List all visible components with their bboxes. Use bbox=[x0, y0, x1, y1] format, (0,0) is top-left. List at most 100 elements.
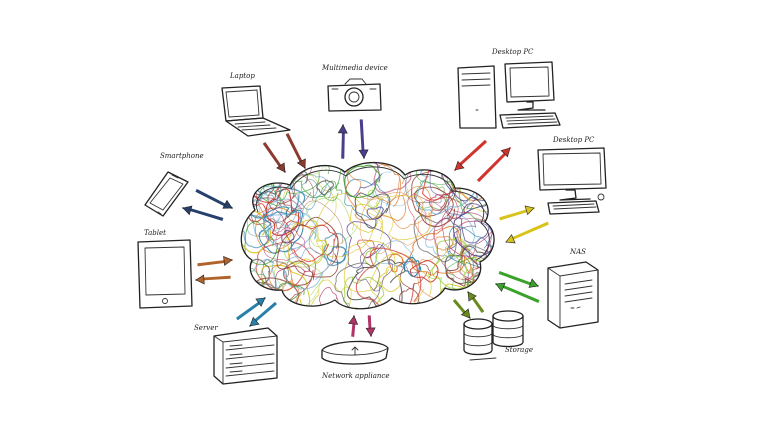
nas-arrow-in bbox=[498, 271, 539, 288]
scribble-stroke bbox=[355, 247, 422, 309]
scribble-stroke bbox=[323, 232, 348, 267]
smartphone-arrow-in-head bbox=[222, 199, 233, 209]
scribble-stroke bbox=[319, 287, 339, 309]
storage-label: Storage bbox=[505, 346, 533, 354]
scribble-stroke bbox=[343, 276, 391, 309]
scribble-stroke bbox=[275, 200, 344, 276]
storage-arrow-in-head bbox=[460, 308, 471, 319]
network-arrow-in bbox=[348, 315, 359, 337]
scribble-stroke bbox=[416, 162, 452, 185]
scribble-stroke bbox=[371, 162, 412, 194]
desktop-pc-top: Desktop PC bbox=[457, 48, 561, 129]
storage: Storage bbox=[463, 310, 533, 361]
nas: NAS bbox=[547, 248, 599, 329]
server-arrow-in bbox=[236, 297, 266, 321]
server: Server bbox=[194, 324, 278, 385]
network-appliance-label: Network appliance bbox=[321, 372, 389, 380]
scribble-stroke bbox=[354, 192, 391, 229]
scribble-stroke bbox=[378, 266, 402, 292]
desktop1-arrow-in-head bbox=[454, 160, 465, 171]
tablet-label: Tablet bbox=[144, 229, 166, 237]
scribble-stroke bbox=[409, 226, 472, 276]
laptop: Laptop bbox=[221, 72, 291, 137]
smartphone-label: Smartphone bbox=[160, 152, 204, 160]
tablet: Tablet bbox=[137, 229, 193, 309]
scribble-stroke bbox=[315, 193, 383, 258]
tablet-arrow-in-head bbox=[223, 255, 233, 266]
server-arrow-out-head bbox=[249, 316, 260, 327]
scribble-stroke bbox=[265, 188, 300, 236]
scribble-stroke bbox=[414, 180, 447, 211]
nas-arrow-out-head bbox=[495, 282, 506, 292]
scribble-stroke bbox=[405, 261, 421, 274]
network-arrow-out-head bbox=[365, 327, 376, 337]
storage-arrow-in bbox=[453, 299, 471, 319]
scribble-stroke bbox=[349, 204, 383, 233]
scribble-stroke bbox=[389, 186, 434, 229]
connection-arrows bbox=[182, 119, 549, 337]
network-appliance: Network appliance bbox=[321, 340, 389, 380]
server-label: Server bbox=[194, 324, 218, 332]
scribble-stroke bbox=[320, 180, 343, 202]
tablet-arrow-out bbox=[195, 274, 231, 285]
desktop2-arrow-in-head bbox=[524, 205, 535, 216]
scribble-stroke bbox=[445, 236, 470, 257]
scribble-stroke bbox=[446, 225, 495, 269]
scribble-stroke bbox=[260, 184, 281, 207]
nas-arrow-in-head bbox=[528, 278, 539, 288]
scribble-stroke bbox=[456, 220, 495, 282]
scribble-stroke bbox=[355, 244, 394, 292]
scribble-stroke bbox=[316, 179, 335, 196]
desktop-pc-right: Desktop PC bbox=[537, 136, 607, 215]
smartphone-arrow-in bbox=[195, 189, 233, 209]
laptop-arrow-in-head bbox=[276, 162, 286, 173]
scribble-stroke bbox=[407, 193, 459, 241]
scribble-stroke bbox=[258, 186, 310, 226]
multimedia-arrow-in-head bbox=[337, 124, 348, 134]
scribble-stroke bbox=[399, 261, 432, 290]
multimedia-arrow-in bbox=[337, 124, 348, 159]
scribble-stroke bbox=[359, 192, 431, 254]
multimedia-arrow-out-head bbox=[358, 149, 369, 159]
tablet-arrow-out-head bbox=[195, 274, 205, 285]
scribble-stroke bbox=[344, 178, 389, 221]
desktop-pc-top-label: Desktop PC bbox=[491, 48, 534, 56]
scribble-stroke bbox=[345, 162, 406, 222]
desktop-pc-right-label: Desktop PC bbox=[552, 136, 595, 144]
scribble-stroke bbox=[241, 210, 272, 254]
desktop1-arrow-out bbox=[477, 147, 511, 182]
scribble-stroke bbox=[428, 194, 447, 212]
cloud-outline-sketch bbox=[255, 166, 490, 261]
desktop2-arrow-out-head bbox=[505, 234, 516, 244]
cloud-outline bbox=[240, 161, 495, 310]
scribble-stroke bbox=[459, 162, 494, 181]
scribble-stroke bbox=[304, 162, 327, 176]
smartphone: Smartphone bbox=[144, 152, 204, 217]
scribble-stroke bbox=[375, 240, 414, 268]
scribble-stroke bbox=[443, 168, 458, 186]
scribble-stroke bbox=[366, 206, 385, 220]
desktop1-arrow-out-head bbox=[500, 147, 511, 158]
nas-arrow-out bbox=[495, 282, 540, 303]
scribble-stroke bbox=[308, 279, 358, 309]
desktop2-arrow-in bbox=[499, 205, 535, 221]
scribble-stroke bbox=[284, 220, 339, 262]
laptop-arrow-in bbox=[262, 142, 286, 173]
scribble-stroke bbox=[344, 164, 381, 198]
smartphone-arrow-out bbox=[182, 205, 224, 221]
server-arrow-out bbox=[249, 302, 277, 327]
scribble-stroke bbox=[334, 262, 381, 309]
scribble-stroke bbox=[287, 219, 327, 265]
multimedia-device: Multimedia device bbox=[321, 64, 388, 112]
scribble-stroke bbox=[375, 195, 432, 240]
scribble-stroke bbox=[283, 224, 327, 268]
scribble-stroke bbox=[403, 256, 422, 277]
laptop-arrow-out bbox=[285, 133, 306, 169]
network-arrow-in-head bbox=[348, 315, 359, 325]
storage-arrow-out-head bbox=[467, 291, 477, 302]
scribble-stroke bbox=[399, 288, 421, 309]
scribble-stroke bbox=[274, 266, 314, 301]
scribble-stroke bbox=[388, 253, 405, 273]
network-arrow-out bbox=[365, 315, 376, 337]
